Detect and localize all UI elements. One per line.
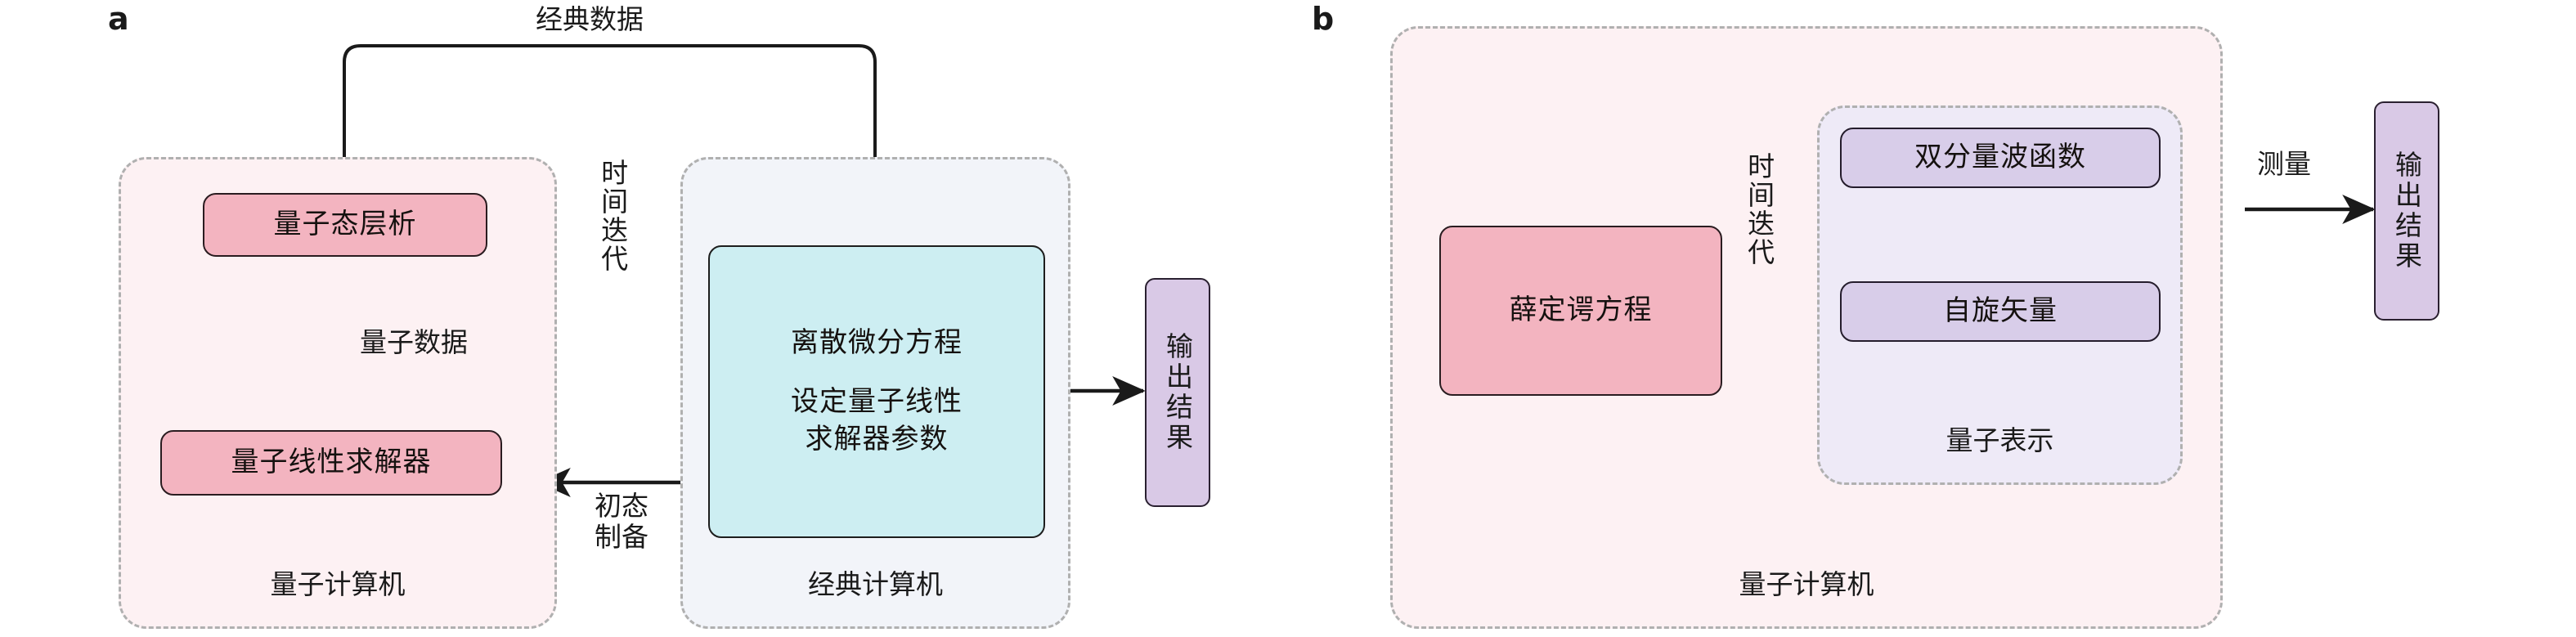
solver-params-line-1: 设定量子线性 bbox=[791, 385, 963, 419]
solver-params-line-2: 求解器参数 bbox=[805, 422, 949, 455]
discretized-equation-line: 离散微分方程 bbox=[791, 326, 963, 360]
output-result-a-char-group: 输出结果 bbox=[1161, 332, 1194, 453]
panel-letter-b: b bbox=[1312, 1, 1335, 37]
panel-a-classical-computer-label: 经典计算机 bbox=[808, 568, 943, 600]
panel-b-quantum-representation-label: 量子表示 bbox=[1945, 424, 2054, 456]
panel-letter-a: a bbox=[108, 1, 129, 37]
node-output-result-b[interactable]: 输出结果 bbox=[2374, 101, 2439, 321]
node-two-component-wavefunction-label: 双分量波函数 bbox=[1914, 141, 2086, 174]
output-result-b-char-group: 输出结果 bbox=[2390, 150, 2423, 271]
panel-a-quantum-computer-label: 量子计算机 bbox=[270, 568, 406, 600]
node-spin-vector[interactable]: 自旋矢量 bbox=[1840, 281, 2161, 342]
edge-label-time-iteration-a: 时间迭代 bbox=[596, 159, 631, 273]
node-quantum-state-tomography[interactable]: 量子态层析 bbox=[203, 193, 487, 257]
node-schrodinger-equation-label: 薛定谔方程 bbox=[1509, 294, 1653, 327]
node-quantum-linear-solver[interactable]: 量子线性求解器 bbox=[160, 430, 502, 496]
initial-state-prep-line-2: 制备 bbox=[595, 520, 648, 553]
output-result-a-vertical-text: 输出结果 bbox=[1161, 332, 1194, 453]
time-iteration-b-text: 时间迭代 bbox=[1743, 152, 1775, 267]
edge-label-classical-data: 经典数据 bbox=[536, 3, 644, 35]
node-discretize-and-configure[interactable]: 离散微分方程 设定量子线性 求解器参数 bbox=[708, 245, 1045, 538]
node-output-result-a[interactable]: 输出结果 bbox=[1145, 278, 1210, 507]
edge-label-quantum-data: 量子数据 bbox=[360, 326, 468, 358]
panel-b-quantum-computer-label: 量子计算机 bbox=[1739, 568, 1874, 600]
time-iteration-a-text: 时间迭代 bbox=[596, 159, 629, 273]
edge-label-measurement: 测量 bbox=[2257, 148, 2311, 180]
node-quantum-state-tomography-label: 量子态层析 bbox=[273, 208, 417, 241]
edge-label-time-iteration-b: 时间迭代 bbox=[1744, 152, 1777, 267]
initial-state-prep-line-1: 初态 bbox=[595, 490, 648, 522]
node-quantum-linear-solver-label: 量子线性求解器 bbox=[231, 446, 432, 479]
node-two-component-wavefunction[interactable]: 双分量波函数 bbox=[1840, 128, 2161, 188]
node-schrodinger-equation[interactable]: 薛定谔方程 bbox=[1439, 226, 1722, 396]
edge-label-initial-state-preparation: 初态 制备 bbox=[572, 491, 671, 553]
output-result-b-vertical-text: 输出结果 bbox=[2390, 150, 2423, 271]
node-spin-vector-label: 自旋矢量 bbox=[1943, 294, 2058, 328]
